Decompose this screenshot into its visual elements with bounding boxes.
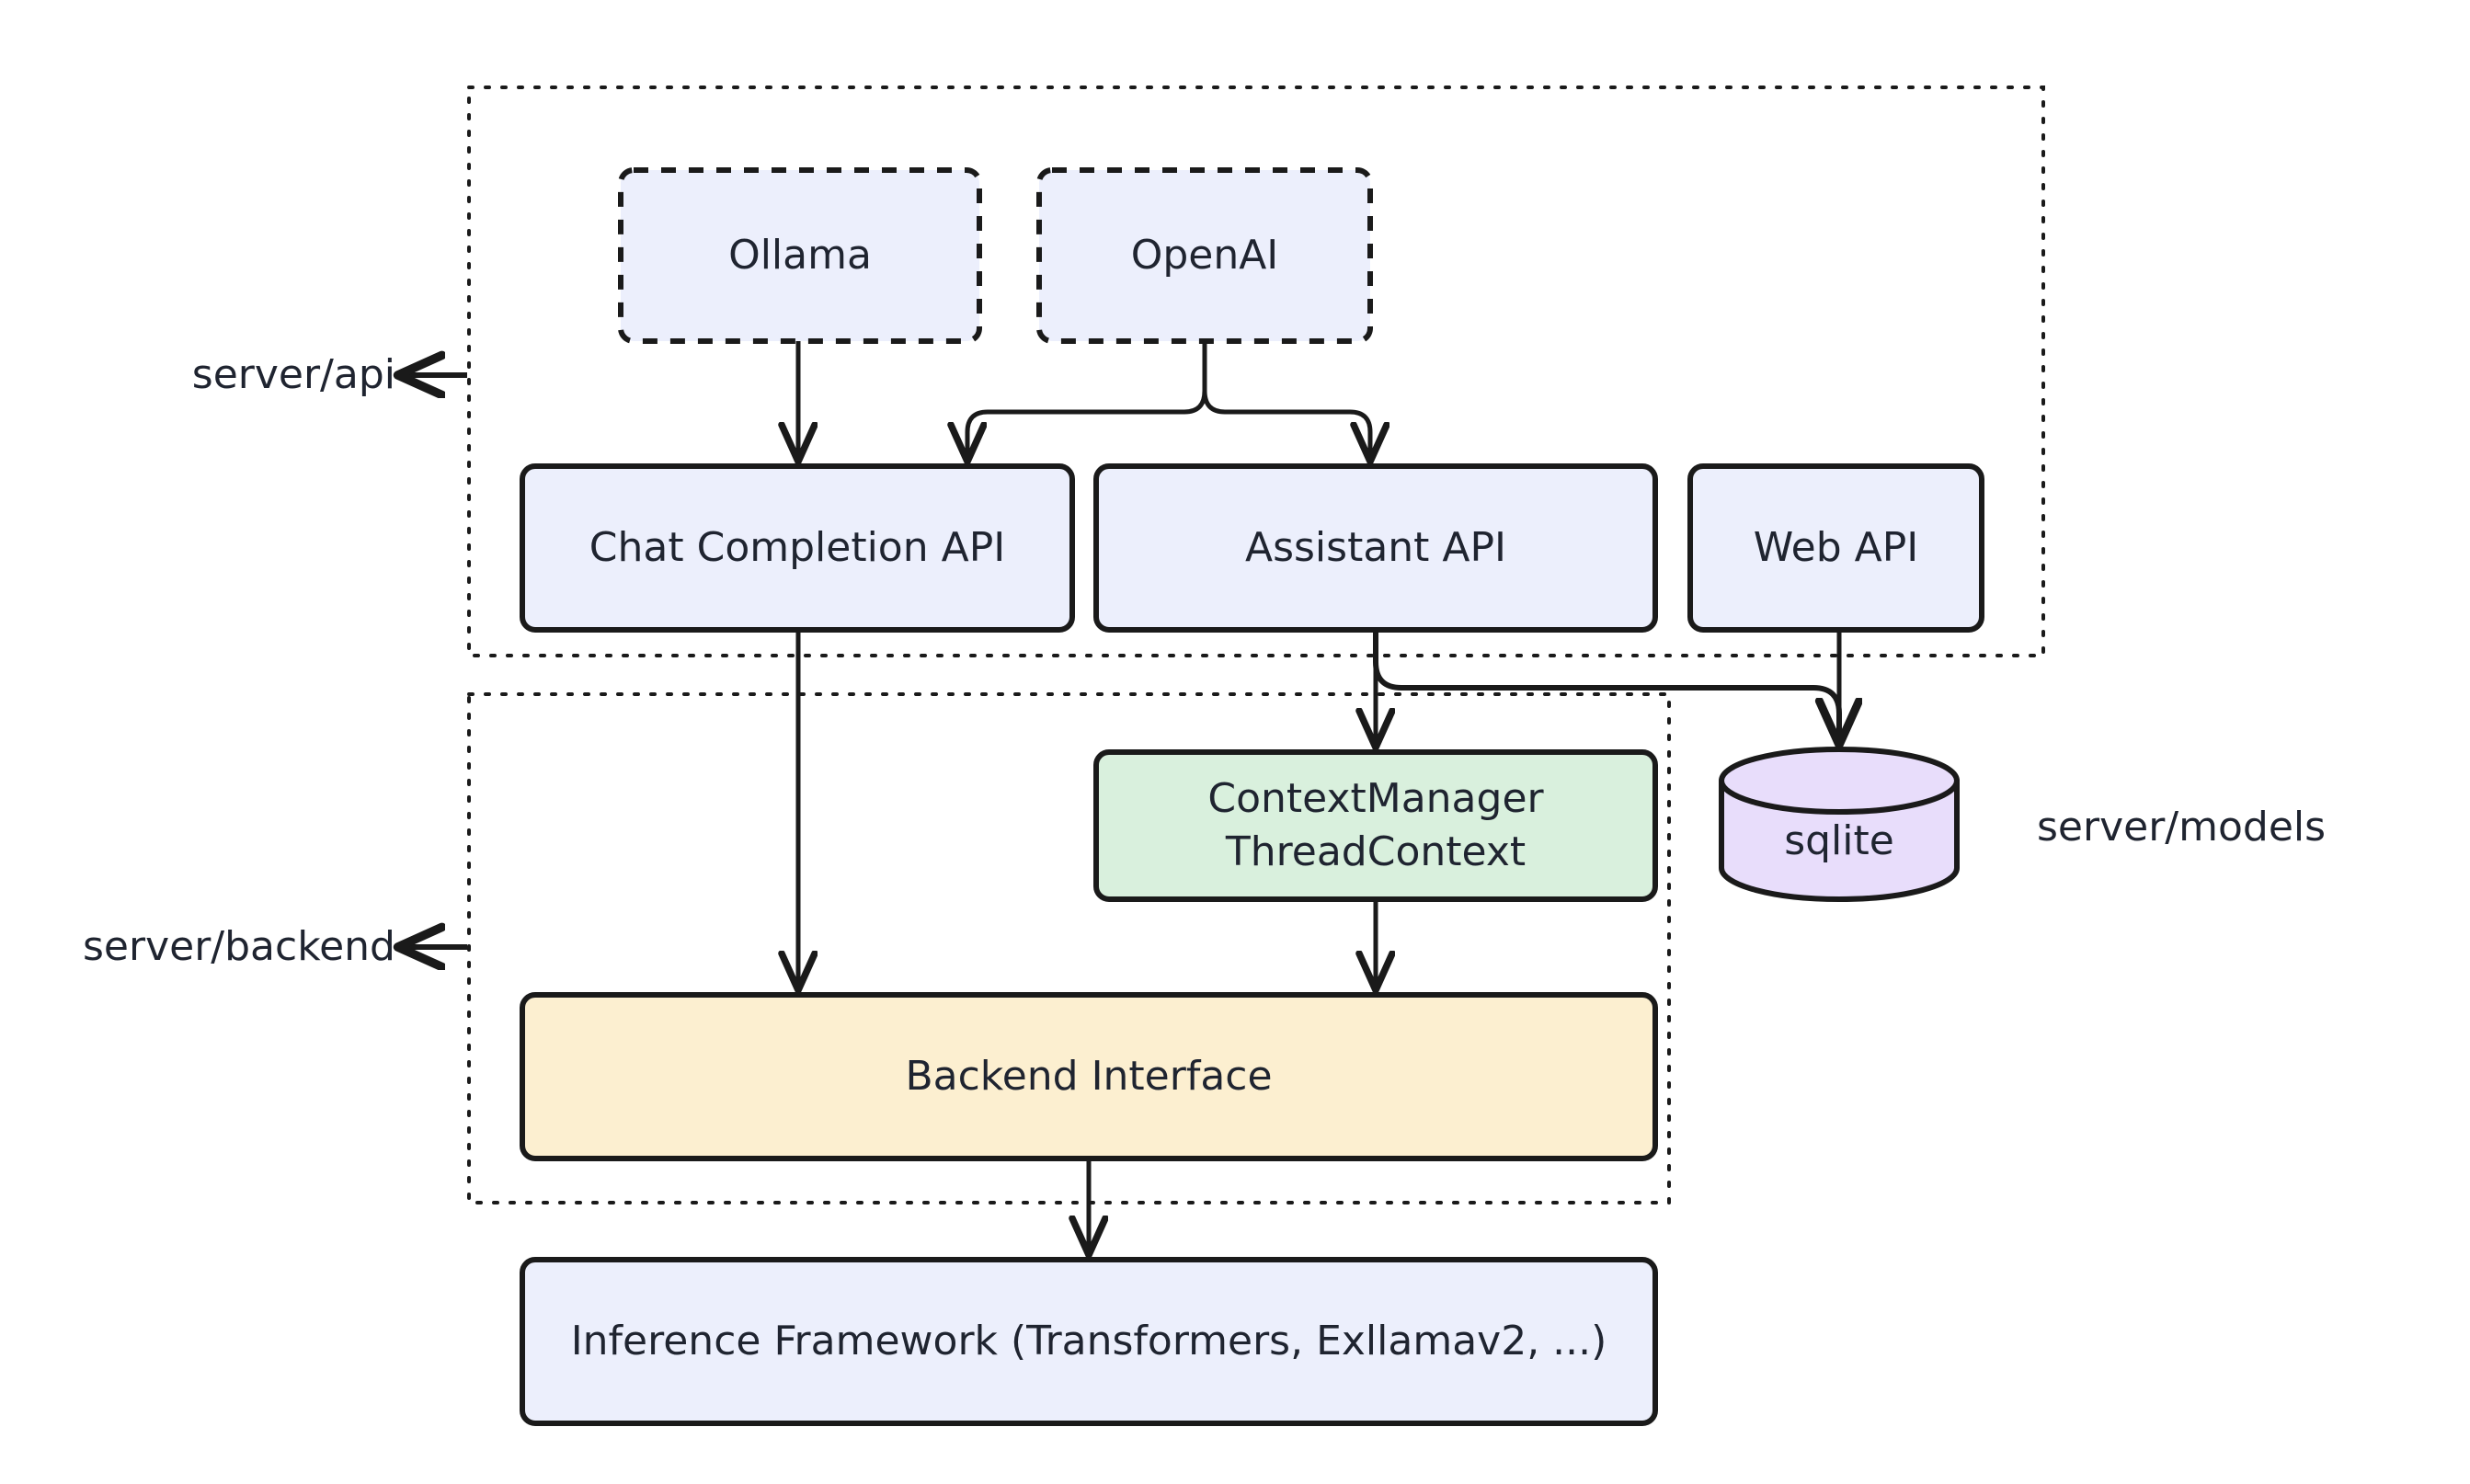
node-assistant-api[interactable] bbox=[1093, 463, 1658, 633]
node-web-api[interactable] bbox=[1687, 463, 1984, 633]
group-server-api bbox=[467, 86, 2045, 657]
node-inference-framework[interactable] bbox=[520, 1257, 1658, 1426]
edge-openai-fork bbox=[967, 338, 1370, 460]
group-server-backend bbox=[467, 692, 1671, 1204]
node-sqlite[interactable] bbox=[1719, 747, 1960, 902]
edge-assistant-api-to-sqlite bbox=[1373, 627, 1839, 743]
node-backend-interface[interactable] bbox=[520, 992, 1658, 1161]
node-ollama[interactable] bbox=[618, 167, 982, 344]
node-chat-completion-api[interactable] bbox=[520, 463, 1075, 633]
node-openai[interactable] bbox=[1036, 167, 1373, 344]
node-context-manager[interactable] bbox=[1093, 749, 1658, 902]
